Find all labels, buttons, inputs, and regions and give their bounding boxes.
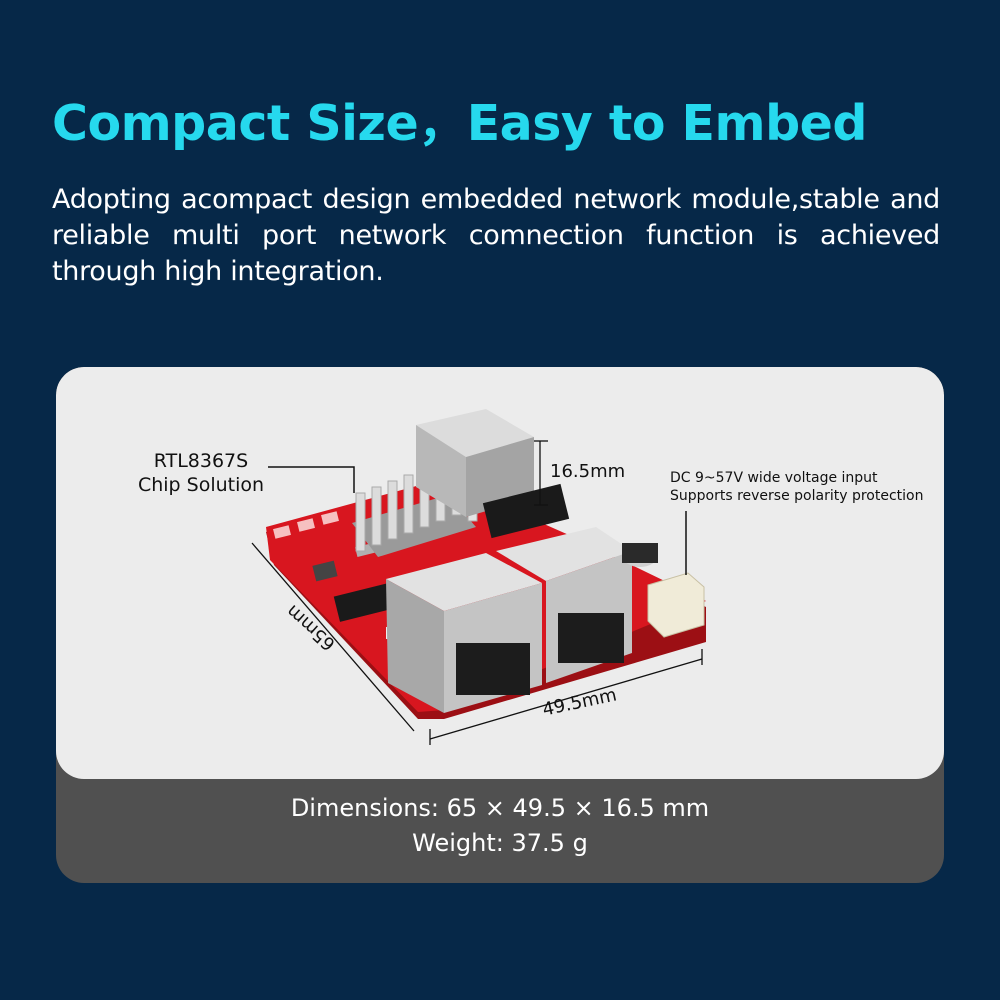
intro-paragraph: Adopting acompact design embedded networ… [52, 184, 940, 287]
weight-spec: Weight: 37.5 g [412, 829, 588, 857]
network-module-illustration [251, 409, 706, 745]
chip-callout-line-2: Chip Solution [137, 474, 265, 496]
chip-callout-line-1: RTL8367S [153, 450, 249, 472]
front-ethernet-ports [386, 527, 632, 713]
product-card: RTL8367S Chip Solution DC 9~57V wide vol… [56, 367, 944, 883]
chip-callout: RTL8367S Chip Solution [116, 449, 286, 497]
dimensions-spec: Dimensions: 65 × 49.5 × 16.5 mm [290, 794, 710, 822]
power-callout: DC 9~57V wide voltage input Supports rev… [670, 469, 940, 505]
product-image-panel: RTL8367S Chip Solution DC 9~57V wide vol… [56, 367, 944, 779]
power-callout-line-1: DC 9~57V wide voltage input [670, 470, 878, 486]
height-dimension-label: 16.5mm [550, 461, 626, 482]
spec-summary: Dimensions: 65 × 49.5 × 16.5 mm Weight: … [56, 791, 944, 861]
power-callout-line-2: Supports reverse polarity protection [670, 488, 924, 504]
page-title: Compact Size，Easy to Embed [52, 95, 867, 152]
